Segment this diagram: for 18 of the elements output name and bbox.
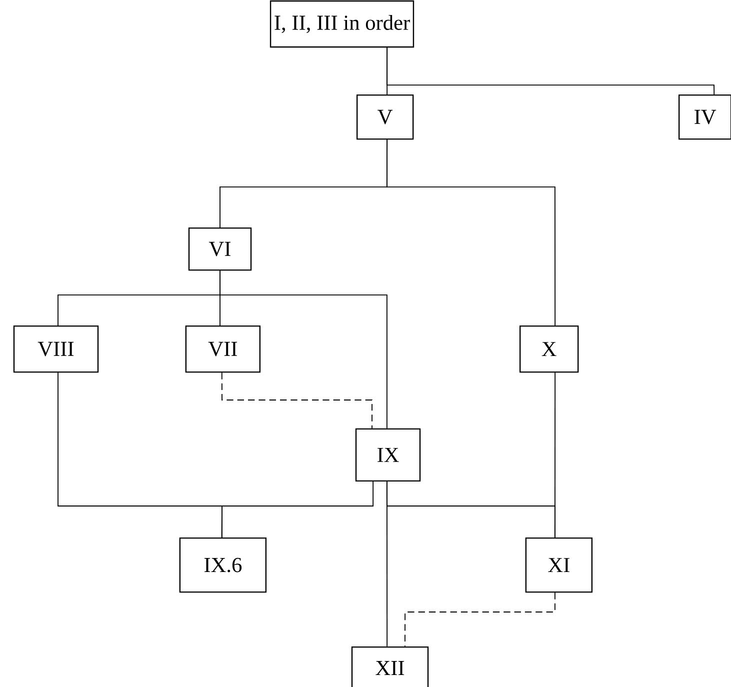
connector-line: [220, 270, 388, 429]
process-box: IX: [355, 428, 421, 482]
connector-line: [221, 372, 372, 429]
process-box: VII: [185, 325, 261, 373]
connector-line: [554, 372, 556, 538]
process-box: VIII: [13, 325, 99, 373]
process-box: X: [519, 325, 579, 373]
connector-line: [221, 481, 374, 538]
process-box: I, II, III in order: [270, 0, 414, 48]
process-box: IV: [678, 94, 731, 140]
process-box: IX.6: [179, 537, 267, 593]
process-box: XII: [351, 646, 429, 687]
connector-line: [386, 139, 556, 326]
process-box: XI: [525, 537, 593, 593]
connector-line: [404, 592, 556, 647]
process-box: V: [356, 94, 414, 140]
connector-line: [386, 47, 715, 95]
process-box: VI: [188, 227, 252, 271]
